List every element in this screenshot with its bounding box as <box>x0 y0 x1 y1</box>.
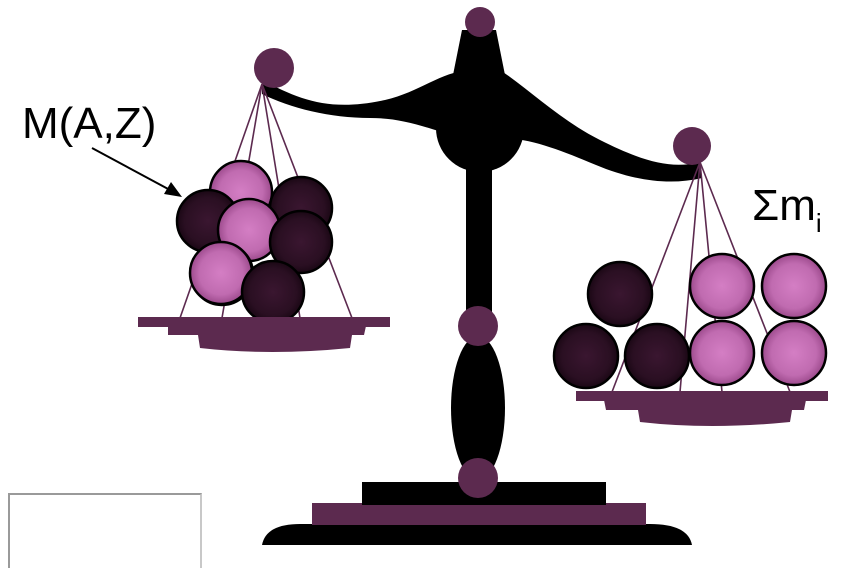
proton-particle <box>760 319 828 387</box>
sum-symbol: Σm <box>752 181 816 230</box>
proton-particle <box>760 252 828 320</box>
neutron-particle <box>586 260 654 328</box>
scale-column <box>451 130 505 498</box>
neutron-particle <box>552 322 620 390</box>
neutron-particle <box>240 259 306 325</box>
left-pan <box>138 317 390 352</box>
proton-particle <box>688 252 756 320</box>
blank-panel <box>8 493 202 568</box>
left-nucleus-cluster <box>175 159 334 325</box>
neutron-particle <box>268 209 334 275</box>
sum-subscript: i <box>816 208 822 238</box>
scale-base <box>262 482 692 545</box>
proton-particle <box>688 319 756 387</box>
right-pan <box>576 391 828 426</box>
right-nucleons-group <box>552 252 828 390</box>
sum-masses-label: Σmi <box>752 181 822 238</box>
nucleus-mass-label: M(A,Z) <box>22 99 156 148</box>
neutron-particle <box>623 322 691 390</box>
scale-beam <box>254 7 711 182</box>
nucleus-pointer-arrow <box>91 147 182 197</box>
